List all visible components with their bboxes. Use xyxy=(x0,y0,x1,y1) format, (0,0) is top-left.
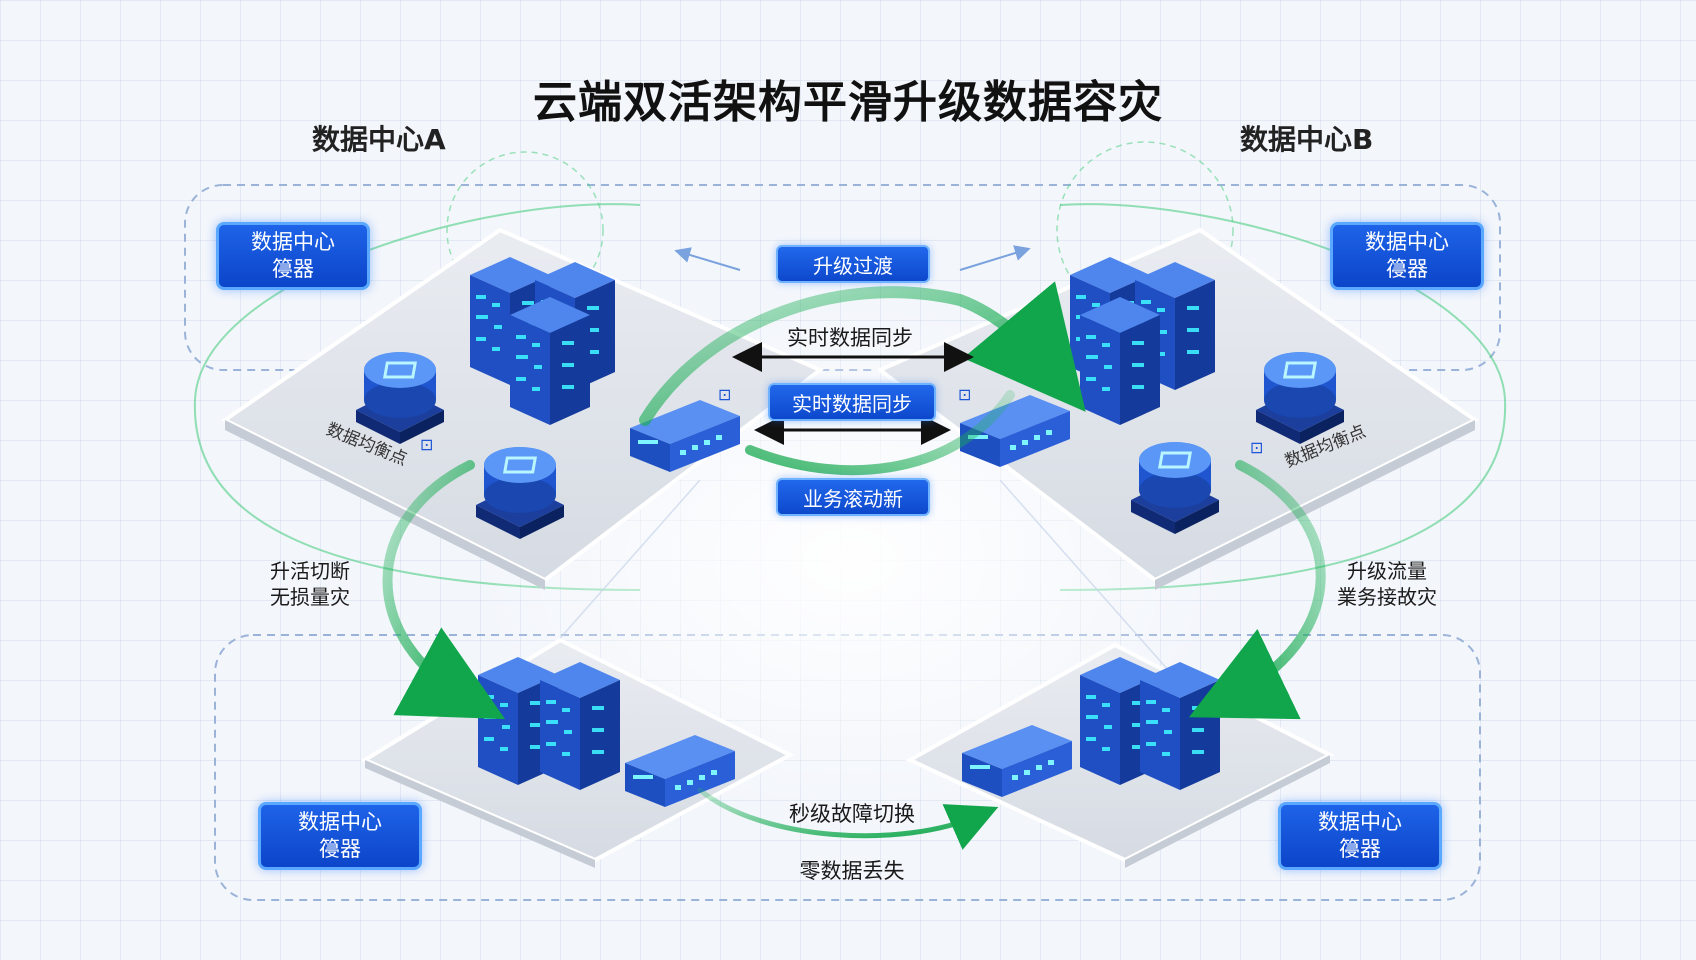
bottom-left-box: 数据中心 䈜器 xyxy=(258,802,422,870)
arrow-sync-return xyxy=(745,390,1015,476)
bottom-left-box-line1: 数据中心 xyxy=(298,810,382,834)
server-rack-icon xyxy=(510,297,590,425)
svg-text:⊡: ⊡ xyxy=(420,435,433,454)
server-rack-icon xyxy=(540,662,620,790)
pill-rolling-update: 业务滚动新 xyxy=(776,478,930,516)
dc-b-box: 数据中心 䈜器 xyxy=(1330,222,1484,290)
pill-upgrade-transition: 升级过渡 xyxy=(776,245,930,283)
left-side-label: 升活切断 无损量灾 xyxy=(250,558,370,610)
right-side-line2: 業务接故灾 xyxy=(1337,585,1437,609)
label-failover: 秒级故障切换 xyxy=(789,802,915,826)
arrow-left-failover xyxy=(382,460,506,720)
dc-a-box-line2: 䈜器 xyxy=(272,257,314,281)
page-title: 云端双活架构平滑升级数据容灾 xyxy=(533,77,1163,128)
label-zero-loss: 零数据丢失 xyxy=(799,859,905,883)
dc-b-name: 数据中心B xyxy=(1240,123,1374,156)
arrow-right-failover xyxy=(1188,460,1326,720)
label-realtime-sync: 实时数据同步 xyxy=(787,326,913,350)
bottom-right-box-line1: 数据中心 xyxy=(1318,810,1402,834)
dc-b-box-line1: 数据中心 xyxy=(1365,230,1449,254)
server-rack-icon xyxy=(1140,662,1220,790)
svg-text:⊡: ⊡ xyxy=(1250,438,1263,457)
left-side-line2: 无损量灾 xyxy=(270,585,350,609)
left-side-line1: 升活切断 xyxy=(270,559,350,583)
bottom-right-box-line2: 䈜器 xyxy=(1339,837,1381,861)
bottom-right-box: 数据中心 䈜器 xyxy=(1278,802,1442,870)
dc-a-box-line1: 数据中心 xyxy=(251,230,335,254)
right-side-line1: 升级流量 xyxy=(1347,559,1427,583)
arrow-bottom-switch xyxy=(697,787,999,850)
svg-text:⊡: ⊡ xyxy=(958,385,971,404)
svg-text:⊡: ⊡ xyxy=(718,385,731,404)
dc-a-box: 数据中心 䈜器 xyxy=(216,222,370,290)
dc-a-name: 数据中心A xyxy=(312,123,446,156)
right-side-label: 升级流量 業务接故灾 xyxy=(1322,558,1452,610)
server-rack-icon xyxy=(1080,297,1160,425)
bottom-left-box-line2: 䈜器 xyxy=(319,837,361,861)
pill-realtime-sync: 实时数据同步 xyxy=(768,383,936,421)
dc-b-box-line2: 䈜器 xyxy=(1386,257,1428,281)
arrow-upgrade-transition xyxy=(639,281,1086,426)
